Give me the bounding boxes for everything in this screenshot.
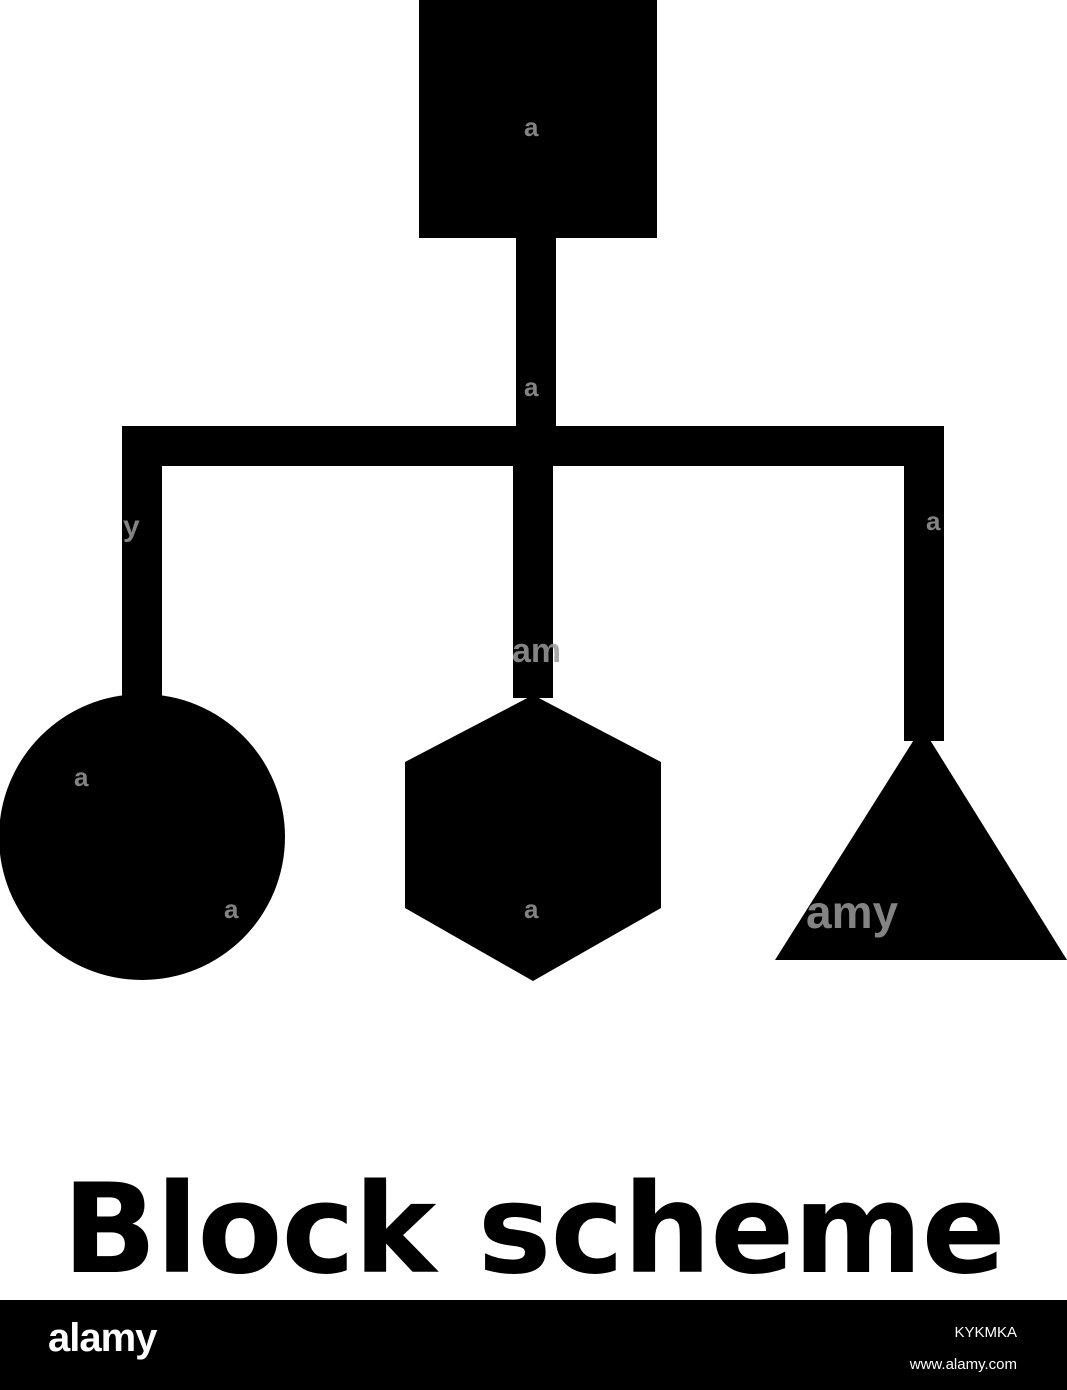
circle-node bbox=[0, 694, 285, 980]
watermark-fragments: a a y a am a a a amy bbox=[74, 112, 941, 938]
left-branch-connector bbox=[122, 426, 162, 696]
svg-text:a: a bbox=[524, 112, 539, 142]
hexagon-node bbox=[405, 695, 661, 981]
svg-text:y: y bbox=[123, 510, 140, 543]
block-scheme-diagram: a a y a am a a a amy bbox=[0, 0, 1067, 981]
svg-text:a: a bbox=[224, 894, 239, 924]
triangle-node bbox=[775, 727, 1067, 960]
image-id-label: KYKMKA bbox=[954, 1324, 1017, 1341]
root-connector bbox=[516, 238, 556, 428]
svg-text:a: a bbox=[524, 894, 539, 924]
root-square-node bbox=[419, 0, 657, 238]
right-branch-connector bbox=[904, 426, 944, 741]
svg-text:a: a bbox=[926, 506, 941, 536]
middle-branch-connector bbox=[513, 426, 553, 698]
svg-text:a: a bbox=[74, 762, 89, 792]
stock-footer-bar: alamy KYKMKA www.alamy.com bbox=[0, 1300, 1067, 1390]
svg-text:am: am bbox=[512, 632, 561, 670]
footer-url-label: www.alamy.com bbox=[909, 1356, 1017, 1373]
diagram-caption: Block scheme bbox=[62, 1158, 1005, 1302]
svg-text:amy: amy bbox=[806, 886, 898, 938]
svg-text:a: a bbox=[524, 372, 539, 402]
alamy-logo: alamy bbox=[48, 1316, 157, 1360]
